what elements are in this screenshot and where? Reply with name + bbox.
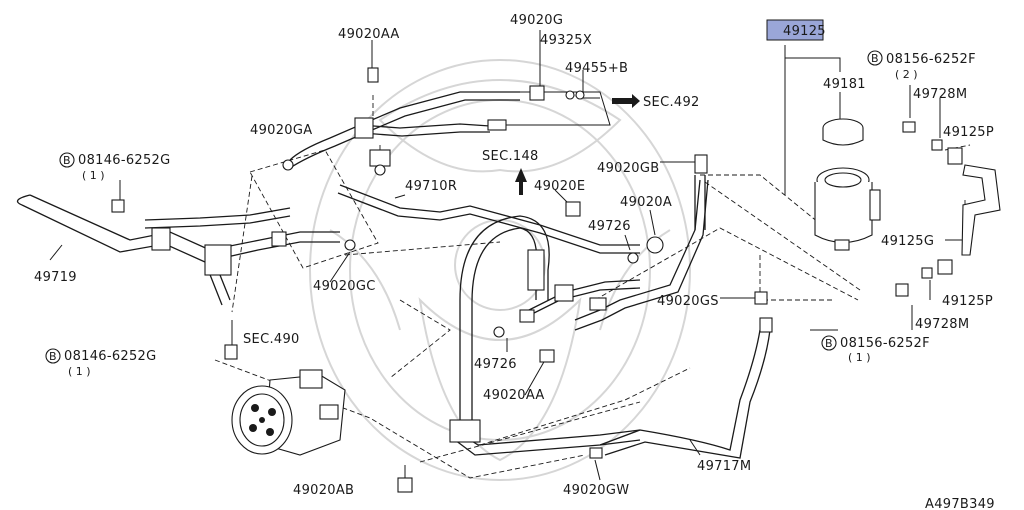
bolt-markers: B B B B xyxy=(45,50,883,364)
bolt-marker-b: B xyxy=(49,350,57,363)
label-49728M-bot: 49728M xyxy=(915,317,969,332)
label-49726-top: 49726 xyxy=(588,219,631,234)
part-labels: 49020AA 49020G 49325X 49455+B SEC.492 49… xyxy=(34,13,995,510)
reservoir-assembly xyxy=(814,118,881,251)
label-08146-bot: 08146-6252G xyxy=(64,349,157,364)
label-49710R: 49710R xyxy=(405,179,457,194)
label-49020GB: 49020GB xyxy=(597,161,659,176)
pump-assembly xyxy=(231,369,346,456)
label-49325X: 49325X xyxy=(540,33,592,48)
bolt-marker-b: B xyxy=(63,154,71,167)
label-49125P-top: 49125P xyxy=(943,125,994,140)
label-49125: 49125 xyxy=(783,24,826,39)
label-49020GW: 49020GW xyxy=(563,483,629,498)
label-49726-bot: 49726 xyxy=(474,357,517,372)
label-49455B: 49455+B xyxy=(565,61,628,76)
label-08146-bot-qty: ( 1 ) xyxy=(68,365,91,378)
figure-code: A497B349 xyxy=(925,497,995,510)
label-08146-top: 08146-6252G xyxy=(78,153,171,168)
label-49020GC: 49020GC xyxy=(313,279,376,294)
direction-arrows xyxy=(515,94,640,195)
label-49020GS: 49020GS xyxy=(657,294,719,309)
label-sec148: SEC.148 xyxy=(482,149,539,164)
highlight-box-49125 xyxy=(766,19,824,41)
label-sec492: SEC.492 xyxy=(643,95,700,110)
arrow-up-icon xyxy=(515,168,527,195)
label-49020G: 49020G xyxy=(510,13,563,28)
label-49125G: 49125G xyxy=(881,234,934,249)
bolt-marker-b: B xyxy=(871,52,879,65)
label-08146-top-qty: ( 1 ) xyxy=(82,169,105,182)
label-08156-top: 08156-6252F xyxy=(886,52,976,67)
label-08156-top-qty: ( 2 ) xyxy=(895,68,918,81)
label-sec490: SEC.490 xyxy=(243,332,300,347)
label-49719: 49719 xyxy=(34,270,77,285)
arrow-right-icon xyxy=(612,94,640,108)
label-08156-bot: 08156-6252F xyxy=(840,336,930,351)
bracket-49125G xyxy=(961,164,1001,256)
label-49020AA-bot: 49020AA xyxy=(483,388,545,403)
label-49020E: 49020E xyxy=(534,179,585,194)
label-49020GA: 49020GA xyxy=(250,123,312,138)
label-49181: 49181 xyxy=(823,77,866,92)
hoses-and-pipes xyxy=(16,30,965,488)
bolt-marker-b: B xyxy=(825,337,833,350)
label-49020AB: 49020AB xyxy=(293,483,354,498)
label-49728M-top: 49728M xyxy=(913,87,967,102)
label-49717M: 49717M xyxy=(697,459,751,474)
label-49020A: 49020A xyxy=(620,195,672,210)
label-49125P-bot: 49125P xyxy=(942,294,993,309)
label-49020AA-top: 49020AA xyxy=(338,27,400,42)
clamps-and-fittings xyxy=(111,67,963,493)
label-08156-bot-qty: ( 1 ) xyxy=(848,351,871,364)
